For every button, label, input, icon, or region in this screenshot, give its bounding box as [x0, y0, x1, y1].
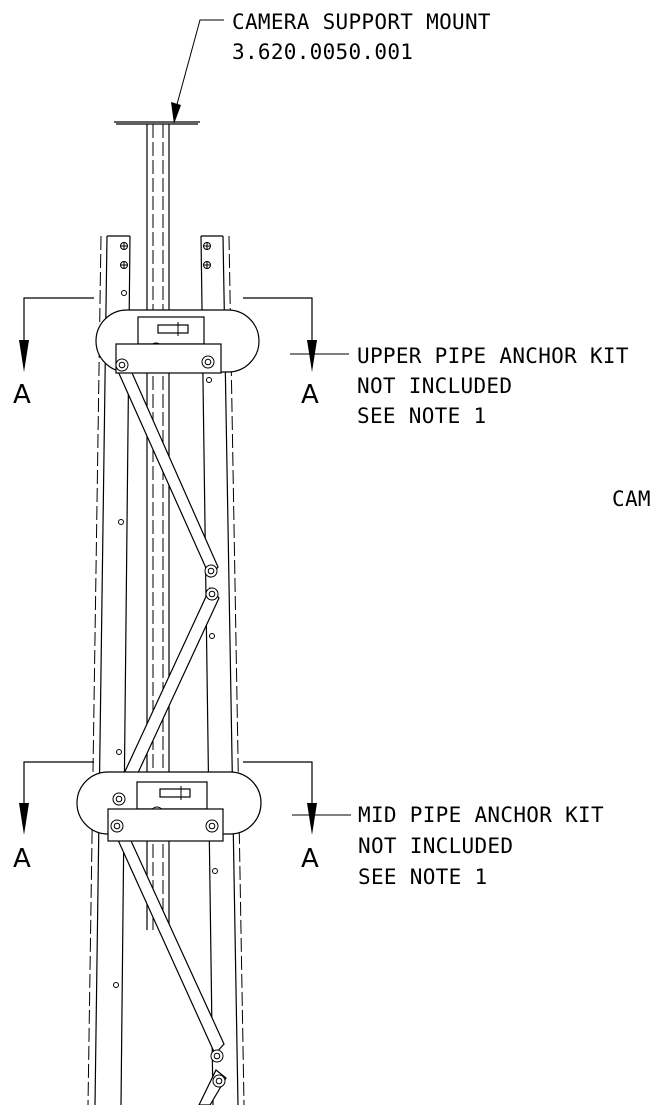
section-cut-upper-right: A — [243, 297, 319, 410]
truncated-callout: CAM — [612, 487, 651, 511]
brace-bolt-icon — [204, 564, 218, 578]
brace-bolt-icon — [112, 792, 126, 806]
arrow-down-icon — [19, 340, 29, 372]
arrow-down-icon — [307, 803, 317, 835]
fastener-icon — [120, 261, 128, 269]
fastener-icon — [120, 242, 128, 250]
section-label: A — [301, 844, 319, 874]
callout-line: SEE NOTE 1 — [358, 865, 487, 889]
brace-bolt-icon — [115, 358, 129, 372]
section-cut-mid-right: A — [243, 761, 319, 874]
callout-mid-anchor: MID PIPE ANCHOR KIT NOT INCLUDED SEE NOT… — [358, 803, 604, 889]
brace-bolt-icon — [205, 587, 219, 601]
brace-bolt-icon — [205, 819, 219, 833]
fastener-icon — [203, 242, 211, 250]
cross-bracing — [112, 355, 227, 1105]
section-cut-mid-left: A — [13, 761, 94, 874]
leg-hole — [209, 633, 215, 639]
arrow-down-icon — [307, 340, 317, 372]
arrow-down-icon — [19, 803, 29, 835]
leg-hole — [118, 519, 124, 525]
arrow-icon — [171, 102, 181, 124]
callout-line: CAMERA SUPPORT MOUNT — [232, 10, 491, 34]
brace-bolt-icon — [201, 355, 215, 369]
leg-hole — [121, 290, 127, 296]
callout-line: MID PIPE ANCHOR KIT — [358, 803, 604, 827]
callout-line: NOT INCLUDED — [357, 374, 512, 398]
callout-camera-mount: CAMERA SUPPORT MOUNT 3.620.0050.001 — [232, 10, 491, 64]
fastener-icon — [203, 261, 211, 269]
leg-hole — [116, 749, 122, 755]
leader-camera-mount — [171, 19, 224, 124]
callout-line: NOT INCLUDED — [358, 834, 513, 858]
upper-pipe-anchor — [95, 309, 260, 374]
callout-line: 3.620.0050.001 — [232, 40, 413, 64]
section-label: A — [13, 380, 31, 410]
callout-upper-anchor: UPPER PIPE ANCHOR KIT NOT INCLUDED SEE N… — [357, 344, 629, 428]
brace-bolt-icon — [210, 1049, 224, 1063]
leg-hole — [206, 377, 212, 383]
section-cut-upper-left: A — [13, 297, 94, 410]
section-label: A — [301, 380, 319, 410]
callout-line: SEE NOTE 1 — [357, 404, 486, 428]
leg-hole — [212, 868, 218, 874]
mid-pipe-anchor — [76, 771, 262, 842]
brace-bolt-icon — [110, 819, 124, 833]
tower-legs — [87, 235, 245, 1105]
brace-bolt-icon — [212, 1074, 226, 1088]
callout-line: UPPER PIPE ANCHOR KIT — [357, 344, 629, 368]
leg-hole — [113, 982, 119, 988]
section-label: A — [13, 844, 31, 874]
